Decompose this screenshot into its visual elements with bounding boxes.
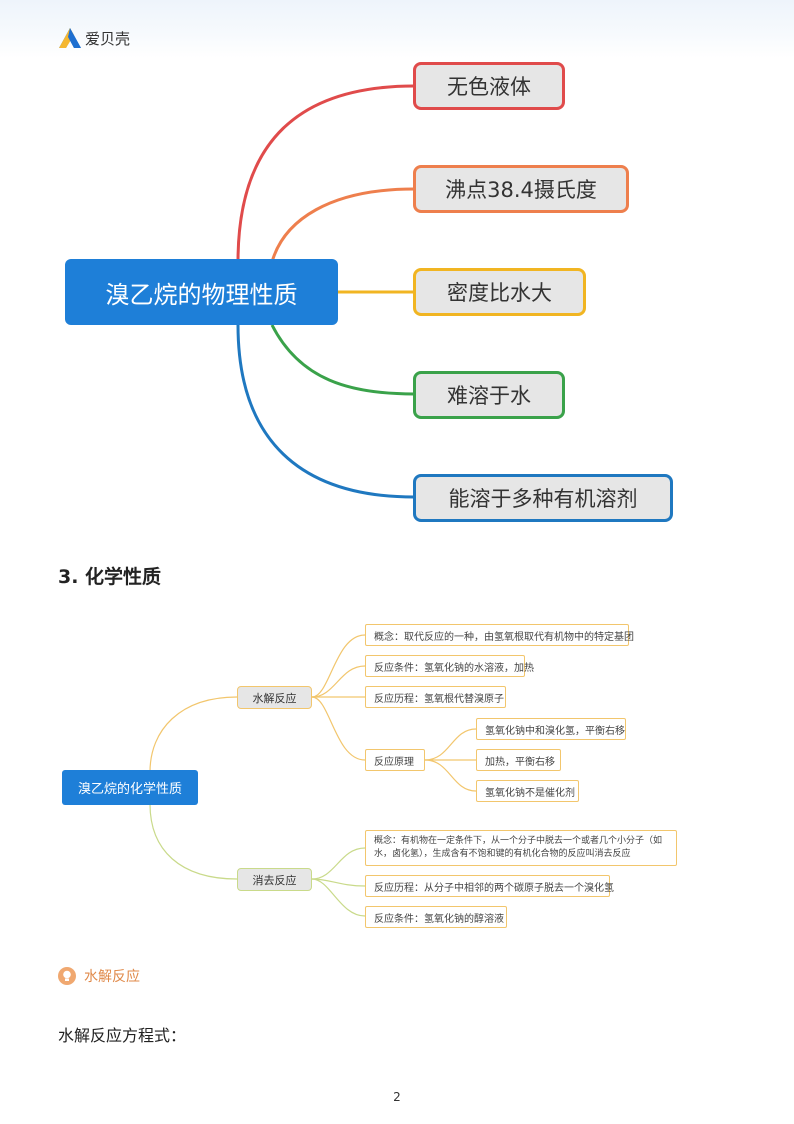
section-title: 3. 化学性质 — [58, 566, 162, 588]
node-density: 密度比水大 — [413, 268, 586, 316]
node-boiling-point: 沸点38.4摄氏度 — [413, 165, 629, 213]
leaf-hydrolysis-concept: 概念：取代反应的一种，由氢氧根取代有机物中的特定基团 — [365, 624, 634, 646]
connector-hydrolysis-condition — [311, 665, 366, 698]
tip-label: 水解反应 — [84, 969, 140, 985]
connector-boiling-point — [270, 187, 415, 263]
connector-root-elimination — [149, 803, 238, 880]
physical-map-connectors — [236, 84, 415, 499]
connector-insoluble — [270, 324, 415, 396]
leaf-principle-not-catalyst: 氢氧化钠不是催化剂 — [476, 780, 579, 802]
leaf-hydrolysis-condition: 反应条件：氢氧化钠的水溶液，加热 — [365, 655, 534, 677]
connector-principle-item-3 — [424, 759, 477, 792]
tip-callout: 水解反应 — [58, 966, 140, 986]
brand-name: 爱贝壳 — [85, 29, 131, 48]
brand-logo: 爱贝壳 — [58, 26, 130, 50]
node-insoluble-in-water: 难溶于水 — [413, 371, 565, 419]
leaf-elimination-concept: 概念：有机物在一定条件下，从一个分子中脱去一个或者几个小分子（如水，卤化氢），生… — [365, 830, 677, 866]
connector-elimination-condition — [311, 878, 366, 917]
connector-elimination-process — [311, 878, 366, 887]
connector-organic-solvents — [236, 324, 415, 499]
connector-hydrolysis-principle — [311, 696, 366, 761]
connector-hydrolysis-concept — [311, 634, 366, 698]
node-soluble-in-organic-solvents: 能溶于多种有机溶剂 — [413, 474, 673, 522]
leaf-hydrolysis-process: 反应历程：氢氧根代替溴原子 — [365, 686, 506, 708]
connector-root-hydrolysis — [149, 696, 238, 773]
equation-label: 水解反应方程式： — [58, 1026, 187, 1045]
page-header — [0, 0, 794, 58]
logo-icon — [59, 28, 81, 48]
connector-principle-item-1 — [424, 728, 477, 761]
lightbulb-icon — [58, 967, 76, 985]
node-hydrolysis: 水解反应 — [237, 686, 312, 709]
leaf-principle-heating: 加热，平衡右移 — [476, 749, 561, 771]
node-colorless-liquid: 无色液体 — [413, 62, 565, 110]
leaf-principle-neutralize: 氢氧化钠中和溴化氢，平衡右移 — [476, 718, 626, 740]
connector-colorless-liquid — [236, 84, 415, 263]
physical-root-node: 溴乙烷的物理性质 — [65, 259, 338, 325]
page-number: 2 — [393, 1090, 401, 1104]
connector-elimination-concept — [311, 847, 366, 880]
node-elimination: 消去反应 — [237, 868, 312, 891]
leaf-elimination-condition: 反应条件：氢氧化钠的醇溶液 — [365, 906, 507, 928]
leaf-elimination-process: 反应历程：从分子中相邻的两个碳原子脱去一个溴化氢 — [365, 875, 614, 897]
chemical-root-node: 溴乙烷的化学性质 — [62, 770, 198, 805]
leaf-reaction-principle: 反应原理 — [365, 749, 425, 771]
